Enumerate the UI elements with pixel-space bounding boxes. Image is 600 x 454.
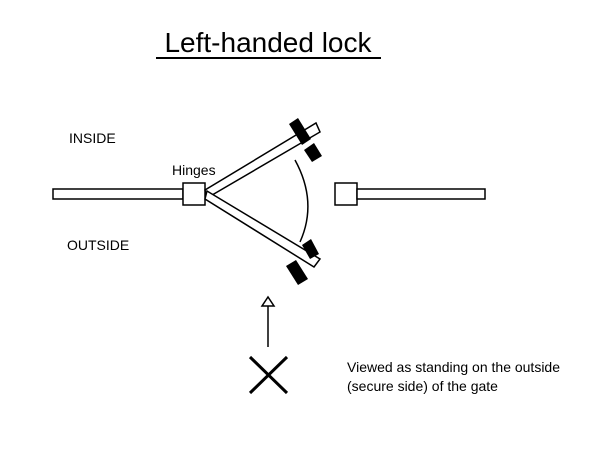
note-line-2: (secure side) of the gate	[347, 378, 498, 394]
right-fence-rail	[356, 188, 486, 200]
view-arrow-head	[260, 295, 276, 307]
latch-post	[334, 182, 358, 206]
gate-leaf-inside	[204, 118, 322, 200]
lock-block-inside-upper	[289, 118, 311, 145]
gate-leaf-outside	[204, 189, 322, 285]
note-line-1: Viewed as standing on the outside	[347, 359, 560, 375]
lock-block-outside-lower	[286, 260, 308, 285]
lock-block-inside-lower	[304, 143, 322, 162]
page-title: Left-handed lock	[164, 27, 372, 58]
swing-arc	[294, 159, 309, 243]
hinges-label: Hinges	[172, 162, 216, 178]
viewer-position-icon	[248, 355, 289, 395]
inside-label: INSIDE	[69, 130, 116, 146]
outside-label: OUTSIDE	[67, 237, 129, 253]
lock-block-outside-upper	[302, 239, 319, 259]
left-fence-rail	[52, 188, 184, 200]
hinge-post	[182, 182, 206, 206]
